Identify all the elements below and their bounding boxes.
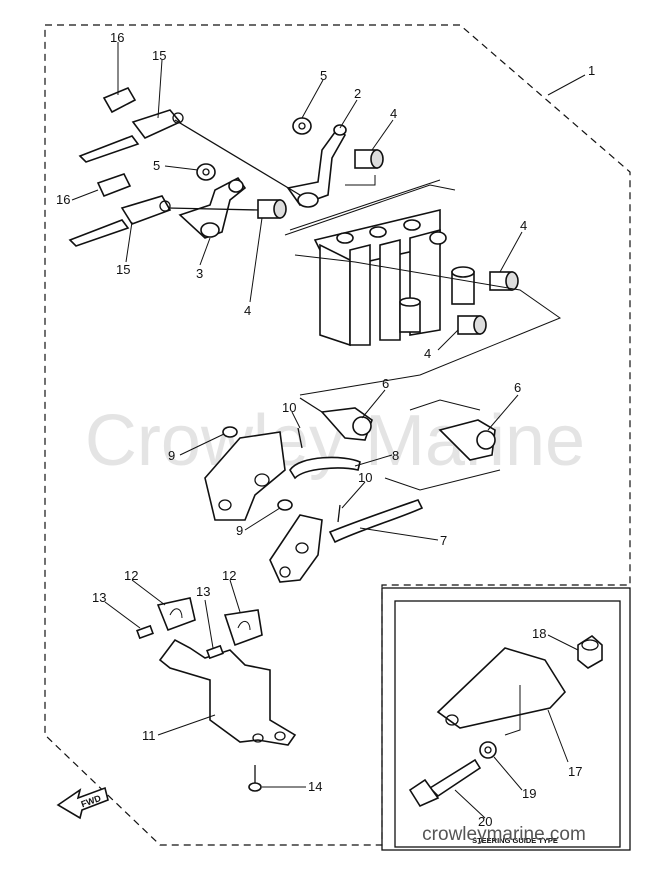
inset-caption: STEERING GUIDE TYPE — [472, 836, 558, 845]
callout-numbers: 1 2 3 4 4 4 4 5 5 6 6 7 8 9 9 10 10 11 1… — [56, 30, 595, 829]
callout-16b: 16 — [56, 192, 70, 207]
callout-17: 17 — [568, 764, 582, 779]
callout-lines — [71, 42, 586, 819]
part-15-joint-upper — [78, 109, 184, 163]
callout-5b: 5 — [153, 158, 160, 173]
callout-4d: 4 — [424, 346, 431, 361]
part-4-bushing-a — [354, 149, 384, 169]
part-12-clamp-right — [223, 609, 263, 647]
part-9-washer-lower — [277, 499, 293, 511]
callout-9b: 9 — [236, 523, 243, 538]
callout-15b: 15 — [116, 262, 130, 277]
callout-2: 2 — [354, 86, 361, 101]
part-12-clamp-left — [156, 597, 196, 632]
callout-1: 1 — [588, 63, 595, 78]
part-6-lever-left — [299, 397, 373, 441]
part-16-clip-lower — [96, 173, 132, 198]
engine-block — [284, 179, 475, 347]
part-13-pin-right — [206, 644, 224, 660]
part-4-bushing-b — [257, 199, 287, 219]
callout-6a: 6 — [382, 376, 389, 391]
part-lower-bracket-plate — [269, 514, 323, 583]
part-20-bolt — [408, 758, 482, 808]
part-18-nut — [577, 634, 603, 669]
fwd-arrow-icon — [56, 786, 109, 820]
main-assembly-boundary — [44, 24, 631, 846]
callout-10a: 10 — [282, 400, 296, 415]
callout-15a: 15 — [152, 48, 166, 63]
part-17-steering-guide — [436, 647, 567, 736]
callout-12b: 12 — [222, 568, 236, 583]
part-9-washer-upper — [222, 426, 238, 438]
callout-7: 7 — [440, 533, 447, 548]
part-7-link-rod — [328, 499, 424, 544]
callout-4a: 4 — [390, 106, 397, 121]
part-4-bushing-d — [457, 315, 487, 335]
callout-12a: 12 — [124, 568, 138, 583]
inset-panel-outer — [381, 587, 631, 851]
part-16-clip-upper — [102, 86, 137, 114]
part-15-joint-lower — [68, 195, 172, 247]
callout-9a: 9 — [168, 448, 175, 463]
callout-11: 11 — [142, 728, 156, 743]
callout-14: 14 — [308, 779, 322, 794]
part-19-washer — [479, 741, 497, 759]
part-6-lever-right — [438, 419, 496, 461]
callout-13b: 13 — [196, 584, 210, 599]
part-8-link-rod — [289, 456, 361, 480]
callout-10b: 10 — [358, 470, 372, 485]
callout-13a: 13 — [92, 590, 106, 605]
part-13-pin-left — [136, 624, 154, 640]
part-3-bracket-arm — [178, 176, 247, 239]
part-upper-bracket-plate — [204, 431, 286, 521]
part-14-bolt — [248, 765, 262, 792]
footer-url: crowleymarine.com — [422, 824, 586, 845]
callout-16a: 16 — [110, 30, 124, 45]
callout-5a: 5 — [320, 68, 327, 83]
part-11-mount-bracket — [158, 638, 297, 746]
part-10-pin-lower — [337, 504, 341, 523]
callout-4c: 4 — [520, 218, 527, 233]
callout-18: 18 — [532, 626, 546, 641]
inset-panel-inner — [394, 600, 621, 848]
part-2-shift-arm — [286, 124, 347, 208]
callout-3: 3 — [196, 266, 203, 281]
callout-4b: 4 — [244, 303, 251, 318]
callout-20: 20 — [478, 814, 492, 829]
part-5-nut-lower — [196, 163, 216, 181]
callout-6b: 6 — [514, 380, 521, 395]
part-10-pin-upper — [297, 427, 303, 449]
callout-8: 8 — [392, 448, 399, 463]
part-5-nut-upper — [292, 117, 312, 135]
callout-19: 19 — [522, 786, 536, 801]
